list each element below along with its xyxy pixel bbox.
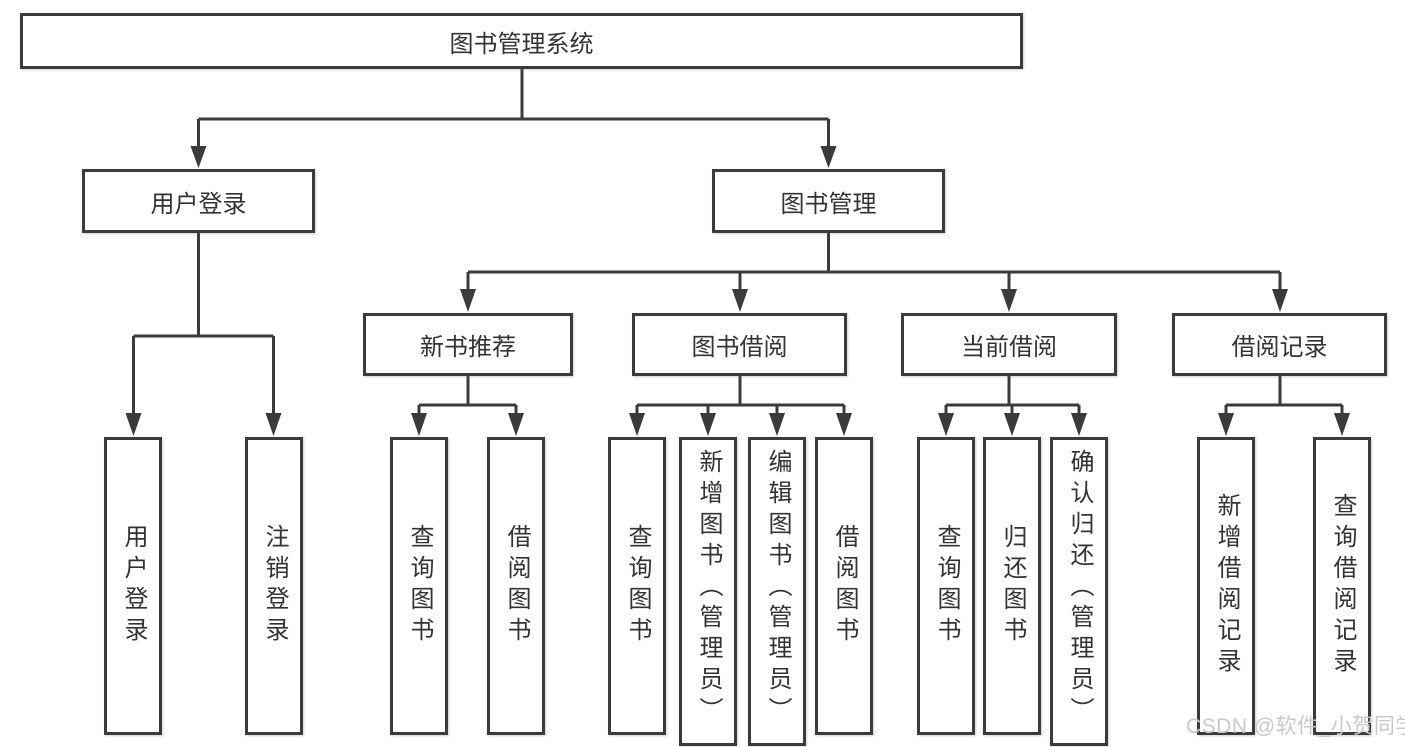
- leaf-borrow-books-recommend: 借阅图书: [487, 437, 545, 735]
- arrowhead-leaf-edit-books-admin: [769, 413, 785, 436]
- node-current-borrow: 当前借阅: [901, 313, 1117, 376]
- node-user-login: 用户登录: [82, 169, 315, 233]
- arrowhead-borrow-records: [1272, 289, 1288, 312]
- connector-current-borrow-children: [944, 376, 1081, 414]
- arrowhead-leaf-confirm-return-admin: [1071, 413, 1087, 436]
- connector-book-management-children: [466, 233, 1282, 291]
- connector-new-book-recommend-children: [417, 376, 518, 414]
- arrowhead-book-management: [820, 146, 837, 168]
- leaf-user-login-label: 用户登录: [120, 524, 147, 648]
- arrowhead-leaf-query-borrow-record: [1334, 413, 1350, 436]
- leaf-query-borrow-record-label: 查询借阅记录: [1329, 493, 1356, 679]
- node-new-book-recommend: 新书推荐: [363, 313, 573, 376]
- node-new-book-recommend-label: 新书推荐: [420, 334, 516, 361]
- leaf-confirm-return-admin: 确认归还（管理员）: [1050, 437, 1108, 746]
- leaf-add-borrow-record-label: 新增借阅记录: [1213, 493, 1240, 679]
- arrowhead-leaf-borrow-books-recommend: [508, 413, 524, 436]
- leaf-borrow-books-recommend-label: 借阅图书: [503, 524, 530, 648]
- node-borrow-records: 借阅记录: [1172, 313, 1387, 376]
- node-book-borrow: 图书借阅: [632, 313, 847, 376]
- arrowhead-leaf-logout: [265, 413, 282, 436]
- arrowhead-current-borrow: [1001, 289, 1017, 312]
- node-library-system: 图书管理系统: [20, 13, 1023, 69]
- arrowhead-leaf-query-books-recommend: [411, 413, 427, 436]
- leaf-user-login: 用户登录: [104, 437, 162, 735]
- arrowhead-leaf-query-books-current: [938, 413, 954, 436]
- arrowhead-book-borrow: [732, 289, 748, 312]
- leaf-borrow-books: 借阅图书: [815, 437, 873, 735]
- arrowhead-leaf-return-books: [1004, 413, 1020, 436]
- leaf-query-borrow-record: 查询借阅记录: [1313, 437, 1371, 735]
- arrowhead-leaf-add-books-admin: [700, 413, 716, 436]
- node-library-system-label: 图书管理系统: [449, 30, 594, 58]
- leaf-query-books-borrow-label: 查询图书: [624, 524, 651, 648]
- leaf-query-books-recommend: 查询图书: [390, 437, 448, 735]
- connector-user-login-children: [132, 233, 275, 414]
- node-user-login-label: 用户登录: [150, 190, 247, 218]
- leaf-edit-books-admin: 编辑图书（管理员）: [748, 437, 806, 746]
- node-current-borrow-label: 当前借阅: [961, 334, 1057, 361]
- arrowhead-leaf-user-login: [125, 413, 142, 436]
- arrowhead-leaf-query-books-borrow: [629, 413, 645, 436]
- leaf-query-books-recommend-label: 查询图书: [406, 524, 433, 648]
- leaf-logout-label: 注销登录: [261, 524, 288, 648]
- node-borrow-records-label: 借阅记录: [1231, 334, 1328, 361]
- arrowhead-new-book-recommend: [460, 289, 476, 312]
- leaf-return-books: 归还图书: [983, 437, 1041, 735]
- arrowhead-user-login: [190, 146, 207, 168]
- leaf-query-books-current-label: 查询图书: [933, 524, 960, 648]
- leaf-return-books-label: 归还图书: [999, 524, 1026, 648]
- node-book-management-label: 图书管理: [780, 190, 877, 218]
- connector-book-borrow-children: [635, 376, 846, 414]
- leaf-query-books-borrow: 查询图书: [608, 437, 666, 735]
- leaf-borrow-books-label: 借阅图书: [831, 524, 858, 648]
- leaf-add-borrow-record: 新增借阅记录: [1197, 437, 1255, 735]
- leaf-add-books-admin: 新增图书（管理员）: [679, 437, 737, 746]
- leaf-confirm-return-admin-label: 确认归还（管理员）: [1066, 449, 1093, 728]
- arrowhead-leaf-add-borrow-record: [1218, 413, 1234, 436]
- leaf-logout: 注销登录: [245, 437, 303, 735]
- connector-root-to-level1: [197, 68, 830, 147]
- node-book-management: 图书管理: [712, 169, 945, 233]
- watermark: CSDN @软件_小贺同学: [1186, 715, 1405, 738]
- arrowhead-leaf-borrow-books: [836, 413, 852, 436]
- leaf-add-books-admin-label: 新增图书（管理员）: [695, 449, 722, 728]
- node-book-borrow-label: 图书借阅: [691, 334, 788, 361]
- leaf-query-books-current: 查询图书: [917, 437, 975, 735]
- leaf-edit-books-admin-label: 编辑图书（管理员）: [764, 449, 791, 728]
- connector-borrow-records-children: [1224, 376, 1344, 414]
